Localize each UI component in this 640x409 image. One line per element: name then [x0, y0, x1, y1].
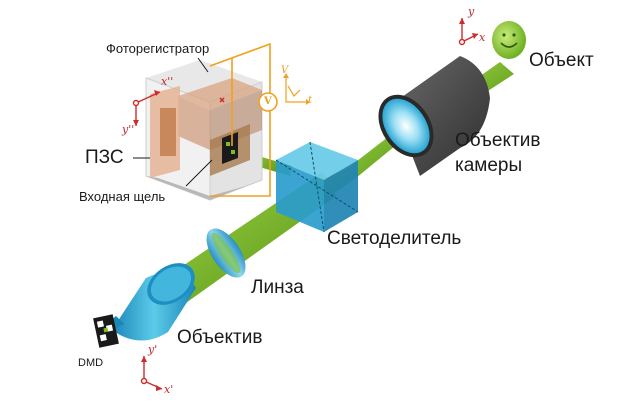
voltage-t-axis-label: t [308, 95, 313, 106]
beam-splitter-cube [275, 141, 359, 233]
ccd-x-axis-label: x'' [161, 75, 174, 88]
photoregistrator-label: Фоторегистратор [106, 41, 210, 56]
object-smiley [492, 21, 526, 59]
object-label: Объект [529, 50, 594, 71]
ccd-label: ПЗС [85, 147, 124, 168]
photoregistrator-leader-line [197, 57, 209, 73]
dmd-x-axis-label: x' [164, 383, 174, 396]
voltage-v-axis-label: V [281, 65, 289, 76]
dmd-y-axis-label: y' [148, 343, 158, 356]
lens-label: Линза [251, 277, 304, 298]
dmd-chip [93, 314, 119, 348]
dmd-label: DMD [78, 357, 104, 369]
object-x-axis-label: x [479, 31, 486, 44]
beam-splitter-label: Светоделитель [327, 228, 462, 249]
dmd-axes [140, 356, 163, 391]
ccd-y-axis-label: y'' [122, 123, 135, 136]
input-slit-label: Входная щель [79, 189, 166, 204]
camera-objective-label-line1: Объектив [455, 130, 541, 151]
voltmeter-symbol: V [264, 96, 272, 107]
voltage-circuit [209, 42, 310, 197]
object-axes [458, 18, 479, 46]
camera-objective-label-line2: камеры [455, 155, 523, 176]
lens [206, 228, 246, 278]
object-y-axis-label: y [468, 5, 475, 18]
objective-label: Объектив [177, 327, 263, 348]
camera-objective [378, 56, 490, 176]
ccd-axes [132, 90, 161, 126]
slit-leader-line [185, 159, 213, 187]
photoregistrator-box [145, 60, 263, 201]
